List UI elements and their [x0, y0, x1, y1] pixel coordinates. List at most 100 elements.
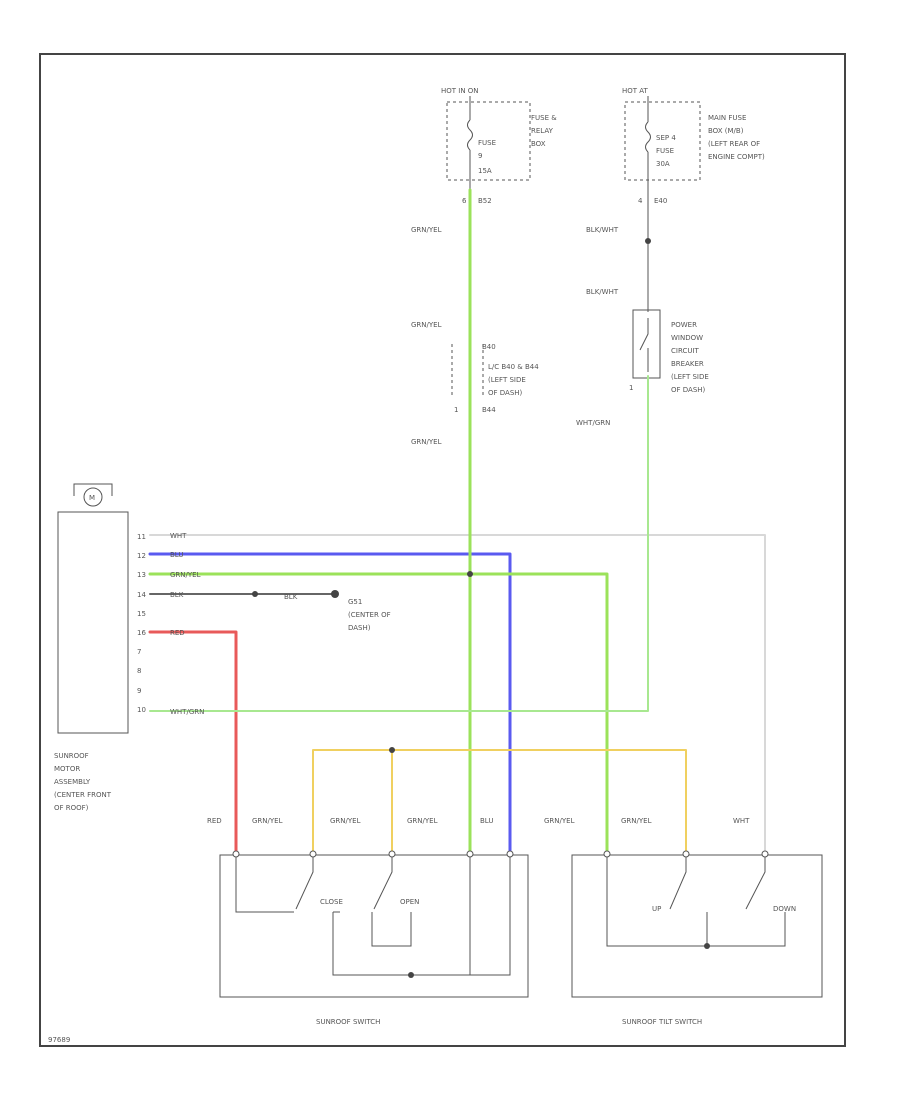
- wire-label-grn-yel-t2: GRN/YEL: [621, 817, 652, 825]
- motor-pin-9: 9: [137, 687, 141, 695]
- wire-label-wht-motor: WHT: [170, 532, 187, 540]
- wire-red: [148, 630, 238, 854]
- conn-b40-label: B40: [482, 343, 496, 351]
- sep-fuse-label-1: SEP 4: [656, 134, 676, 142]
- motor-pin-11: 11: [137, 533, 146, 541]
- wire-label-grn-yel-motor: GRN/YEL: [170, 571, 201, 579]
- breaker-label-6: OF DASH): [671, 386, 706, 394]
- motor-symbol: M: [89, 494, 95, 502]
- motor-label-4: (CENTER FRONT: [54, 791, 112, 799]
- ground-label-1: G51: [348, 598, 362, 606]
- wire-label-grn-yel-s1: GRN/YEL: [252, 817, 283, 825]
- ground-label-3: DASH): [348, 624, 371, 632]
- sep-fuse-label-2: FUSE: [656, 147, 674, 155]
- wire-label-blk-wht-2: BLK/WHT: [586, 288, 619, 296]
- motor-label-5: OF ROOF): [54, 804, 89, 812]
- main-fuse-box: HOT AT SEP 4 FUSE 30A MAIN FUSE BOX (M/B…: [586, 87, 765, 312]
- motor-pin-14: 14: [137, 591, 146, 599]
- fuse-number: 9: [478, 152, 482, 160]
- circuit-breaker: POWER WINDOW CIRCUIT BREAKER (LEFT SIDE …: [576, 309, 709, 427]
- jbox-label-2: (LEFT SIDE: [488, 376, 526, 384]
- splice-dot: [645, 238, 651, 244]
- breaker-box: [632, 309, 661, 379]
- wire-label-grn-yel-s3: GRN/YEL: [407, 817, 438, 825]
- wire-label-grn-yel-2: GRN/YEL: [411, 321, 442, 329]
- motor-symbol-circle: [83, 487, 103, 507]
- breaker-pin: 1: [629, 384, 633, 392]
- motor-label-3: ASSEMBLY: [54, 778, 91, 786]
- fuse-label: FUSE: [478, 139, 496, 147]
- figure-id: 97689: [48, 1036, 70, 1044]
- diagram-frame: [39, 53, 846, 1047]
- wire-label-blk-ground: BLK: [284, 593, 298, 601]
- wire-grn-yel-pin13: [148, 572, 609, 854]
- wire-label-wht-grn-motor: WHT/GRN: [170, 708, 204, 716]
- sunroof-switch: CLOSE OPEN SUNROOF SWITCH: [219, 850, 529, 1026]
- sunroof-switch-box: [219, 854, 529, 998]
- hot-at-label: HOT AT: [622, 87, 649, 95]
- wire-blu: [148, 552, 512, 854]
- switch-close-label: CLOSE: [320, 898, 343, 906]
- main-fuse-conn-id: E40: [654, 197, 667, 205]
- motor-pin-10: 10: [137, 706, 146, 714]
- switch-open-label: OPEN: [400, 898, 419, 906]
- wire-yel-bus: [312, 749, 687, 853]
- motor-box: [57, 511, 129, 734]
- wire-label-wht-tilt: WHT: [733, 817, 750, 825]
- motor-label-1: SUNROOF: [54, 752, 89, 760]
- wire-wht: [149, 534, 766, 851]
- tilt-splice: [704, 943, 710, 949]
- hot-in-on-label: HOT IN ON: [441, 87, 479, 95]
- main-fuse-box-label-1: MAIN FUSE: [708, 114, 746, 122]
- fuse-box-label-1: FUSE &: [531, 114, 557, 122]
- wire-label-grn-yel-1: GRN/YEL: [411, 226, 442, 234]
- motor-pin-12: 12: [137, 552, 146, 560]
- motor-pin-16: 16: [137, 629, 146, 637]
- conn-b44-label: B44: [482, 406, 496, 414]
- wire-label-blu-switch: BLU: [480, 817, 493, 825]
- fuse-box-label-3: BOX: [531, 140, 546, 148]
- tilt-down-label: DOWN: [773, 905, 796, 913]
- sunroof-switch-label: SUNROOF SWITCH: [316, 1018, 380, 1026]
- motor-pin-15: 15: [137, 610, 146, 618]
- ground-g51: [331, 590, 339, 598]
- wire-label-blk-wht-1: BLK/WHT: [586, 226, 619, 234]
- jbox-label-3: OF DASH): [488, 389, 523, 397]
- sunroof-tilt-switch: UP DOWN SUNROOF TILT SWITCH: [571, 850, 823, 1026]
- conn-b44-pin: 1: [454, 406, 458, 414]
- tilt-up-label: UP: [652, 905, 661, 913]
- ground-label-2: (CENTER OF: [348, 611, 391, 619]
- tilt-switch-label: SUNROOF TILT SWITCH: [622, 1018, 702, 1026]
- main-fuse-box-label-4: ENGINE COMPT): [708, 153, 765, 161]
- junction-connector: GRN/YEL B40 L/C B40 & B44 (LEFT SIDE OF …: [411, 226, 539, 446]
- breaker-label-2: WINDOW: [671, 334, 703, 342]
- fuse-relay-box: HOT IN ON FUSE 9 15A FUSE & RELAY BOX 6 …: [441, 87, 557, 205]
- main-fuse-box-label-2: BOX (M/B): [708, 127, 744, 135]
- wire-label-red-switch: RED: [207, 817, 222, 825]
- splice-blk: [252, 591, 258, 597]
- splice-yel: [389, 747, 395, 753]
- wire-label-grn-yel-s2: GRN/YEL: [330, 817, 361, 825]
- motor-pin-7: 7: [137, 648, 141, 656]
- wire-label-wht-grn: WHT/GRN: [576, 419, 610, 427]
- breaker-label-1: POWER: [671, 321, 697, 329]
- wire-label-blk-motor: BLK: [170, 591, 184, 599]
- breaker-label-3: CIRCUIT: [671, 347, 700, 355]
- breaker-label-4: BREAKER: [671, 360, 704, 368]
- switch-splice: [408, 972, 414, 978]
- main-fuse-box-label-3: (LEFT REAR OF: [708, 140, 760, 148]
- fuse-amp: 15A: [478, 167, 492, 175]
- fuse-box-conn-id: B52: [478, 197, 492, 205]
- sep-fuse-label-3: 30A: [656, 160, 670, 168]
- splice-grn-yel: [467, 571, 473, 577]
- fuse-box-conn-pin: 6: [462, 197, 467, 205]
- wire-label-red-motor: RED: [170, 629, 185, 637]
- tilt-switch-box: [571, 854, 823, 998]
- wires: [148, 188, 766, 854]
- motor-pin-13: 13: [137, 571, 146, 579]
- breaker-label-5: (LEFT SIDE: [671, 373, 709, 381]
- wire-label-grn-yel-t1: GRN/YEL: [544, 817, 575, 825]
- jbox-label-1: L/C B40 & B44: [488, 363, 539, 371]
- motor-label-2: MOTOR: [54, 765, 80, 773]
